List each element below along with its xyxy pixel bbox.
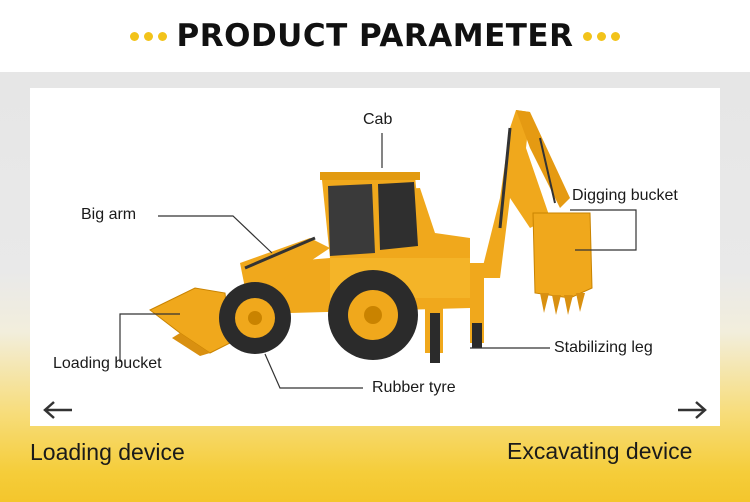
big-arm-leader — [158, 215, 273, 254]
front-wheel — [219, 282, 291, 354]
dot — [611, 31, 621, 41]
dot — [143, 31, 153, 41]
loading-bucket — [149, 287, 231, 356]
decor-dots-right — [583, 31, 621, 41]
loader-arm — [240, 236, 330, 288]
label-stabilizing-leg: Stabilizing leg — [554, 339, 653, 356]
dot — [597, 31, 607, 41]
backhoe-arm — [480, 110, 570, 278]
decor-dots-left — [129, 31, 167, 41]
dot — [129, 31, 139, 41]
label-loading-device: Loading device — [30, 439, 185, 465]
backhoe-loader-illustration — [119, 110, 637, 389]
rear-wheel — [328, 270, 418, 360]
dot — [583, 31, 593, 41]
cab — [320, 172, 422, 258]
page-title: PRODUCT PARAMETER — [176, 18, 574, 54]
digging-bucket — [532, 212, 593, 315]
leader-lines — [119, 133, 637, 389]
dot — [157, 31, 167, 41]
label-rubber-tyre: Rubber tyre — [372, 379, 456, 396]
loading-bucket-leader — [119, 313, 180, 362]
label-cab: Cab — [363, 111, 393, 128]
label-excavating-device: Excavating device — [507, 438, 693, 464]
header: PRODUCT PARAMETER — [0, 0, 750, 72]
label-big-arm: Big arm — [81, 206, 137, 223]
label-loading-bucket: Loading bucket — [53, 355, 162, 372]
digging-bucket-leader — [570, 209, 637, 251]
arrow-right-icon — [678, 401, 707, 419]
diagram-panel: Cab Big arm Digging bucket Loading bucke… — [30, 88, 720, 426]
label-digging-bucket: Digging bucket — [572, 187, 678, 204]
rubber-tyre-leader — [264, 353, 363, 389]
arrow-left-icon — [43, 401, 72, 419]
